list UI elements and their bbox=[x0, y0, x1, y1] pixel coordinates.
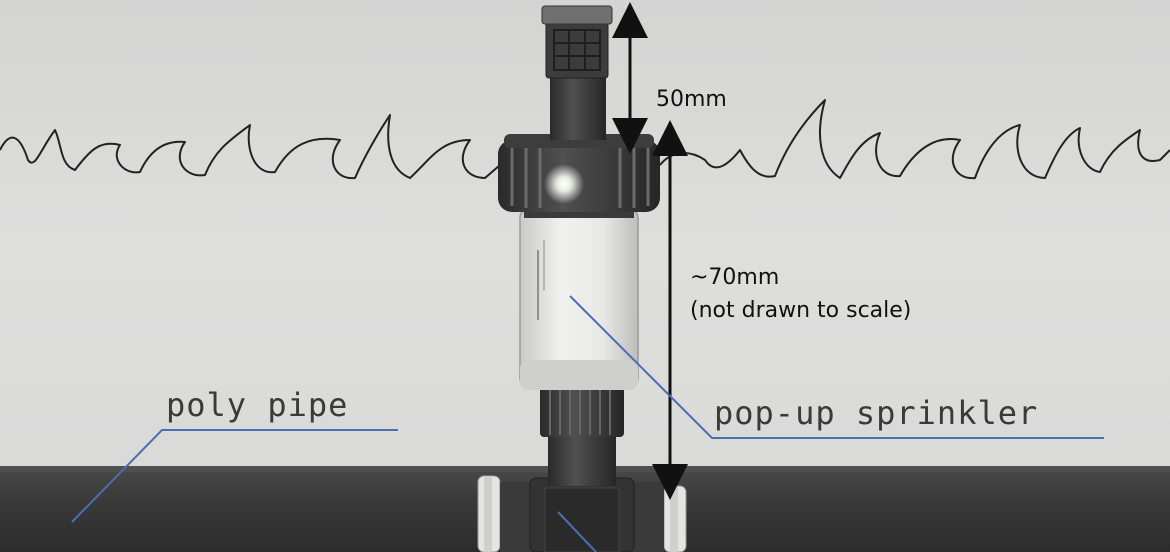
sprinkler-body bbox=[519, 200, 639, 390]
pipe-clamp-right bbox=[663, 485, 687, 552]
label-50mm: 50mm bbox=[656, 87, 727, 112]
sprinkler-riser bbox=[548, 430, 616, 486]
pipe-clamp-left bbox=[477, 475, 501, 552]
label-pop-up-sprinkler: pop-up sprinkler bbox=[714, 394, 1038, 432]
label-70mm: ~70mm bbox=[690, 265, 779, 290]
label-poly-pipe: poly pipe bbox=[166, 386, 348, 424]
leader-line-tee bbox=[557, 511, 597, 552]
sprinkler-stem bbox=[541, 5, 613, 140]
light-glare bbox=[544, 164, 584, 204]
label-scale-note: (not drawn to scale) bbox=[690, 298, 911, 323]
grass-line bbox=[0, 99, 1170, 180]
sprinkler-threaded-base bbox=[540, 385, 624, 437]
leader-line-pipe bbox=[71, 429, 398, 523]
leader-line-sprinkler bbox=[569, 295, 1104, 439]
tee-fitting bbox=[500, 477, 664, 552]
